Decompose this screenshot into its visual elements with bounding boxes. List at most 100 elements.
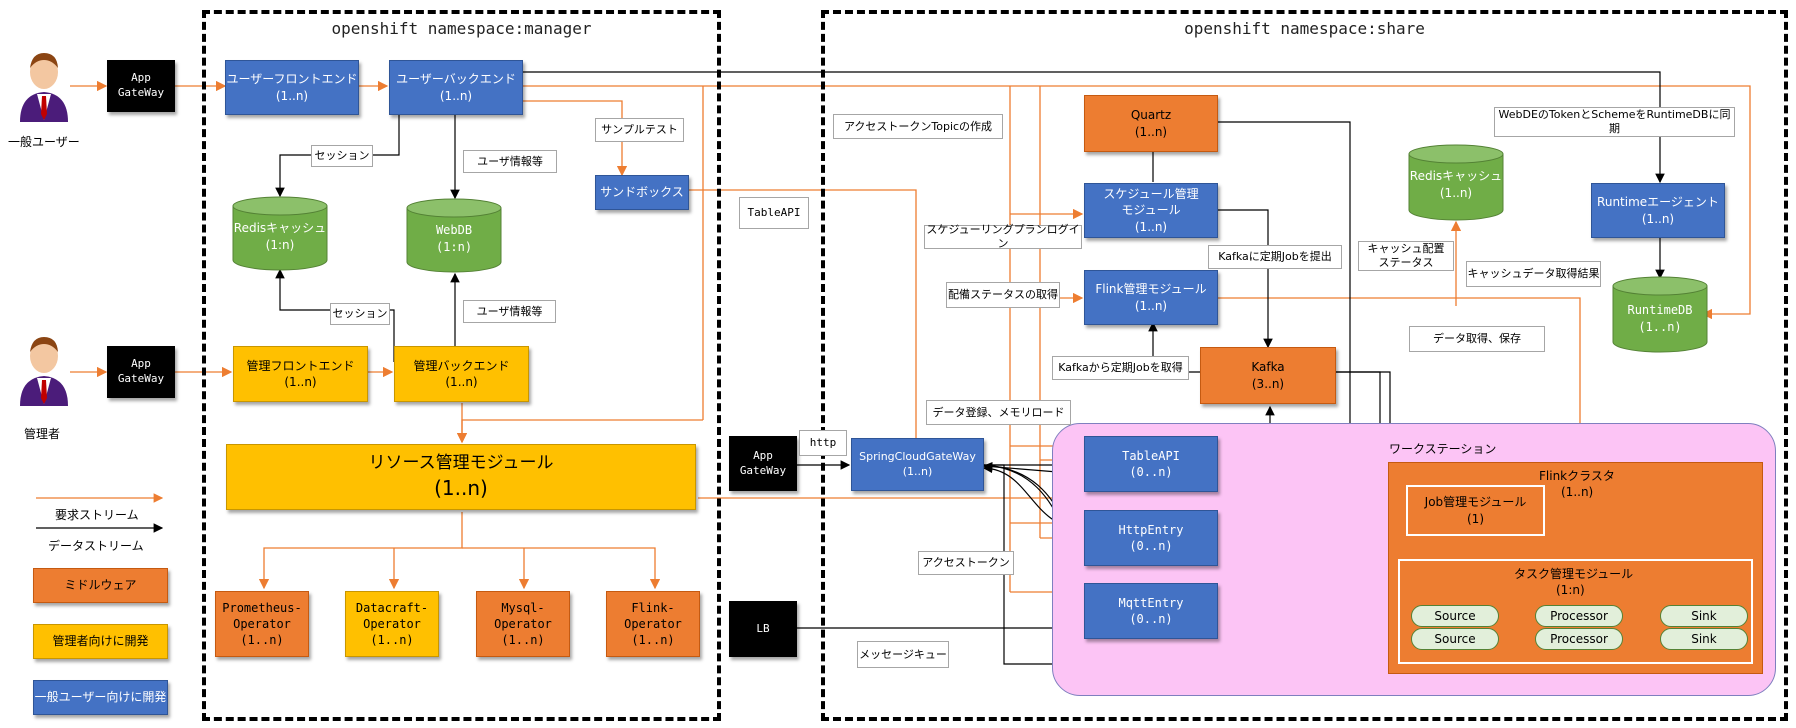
redis-cache-manager: Redisキャッシュ (1:n) bbox=[232, 196, 328, 272]
flink-operator: Flink- Operator (1..n) bbox=[606, 591, 700, 657]
task-module: タスク管理モジュール (1:n) bbox=[1398, 559, 1753, 664]
label-sample-test: サンプルテスト bbox=[595, 118, 684, 142]
runtime-db-name: RuntimeDB bbox=[1627, 303, 1693, 317]
spring-cloud-gateway-count: (1..n) bbox=[902, 464, 933, 478]
datacraft-operator-line2: Operator bbox=[363, 616, 421, 631]
user-frontend-count: (1..n) bbox=[275, 88, 309, 103]
spring-cloud-gateway-name: SpringCloudGateWay bbox=[859, 449, 976, 463]
redis-cache-share-shape bbox=[1408, 144, 1504, 221]
schedule-module: スケジュール管理 モジュール (1..n) bbox=[1084, 183, 1218, 238]
admin-backend: 管理バックエンド (1..n) bbox=[394, 346, 529, 402]
prometheus-operator-line2: Operator bbox=[233, 616, 291, 631]
sandbox: サンドボックス bbox=[595, 175, 689, 210]
runtime-agent: Runtimeエージェント (1..n) bbox=[1591, 183, 1725, 238]
pipeline-sink-2: Sink bbox=[1660, 628, 1748, 650]
webdb: WebDB (1:n) bbox=[406, 198, 502, 274]
flink-operator-line1: Flink- bbox=[631, 600, 675, 615]
app-gateway-admin-line2: GateWay bbox=[117, 372, 165, 385]
task-module-name: タスク管理モジュール bbox=[1514, 567, 1634, 581]
flink-module: Flink管理モジュール (1..n) bbox=[1084, 270, 1218, 325]
runtime-db: RuntimeDB (1..n) bbox=[1612, 276, 1708, 354]
job-module: Job管理モジュール (1) bbox=[1406, 485, 1545, 536]
tableapi-entry: TableAPI (0..n) bbox=[1084, 436, 1218, 492]
runtime-agent-name: Runtimeエージェント bbox=[1597, 195, 1719, 210]
datacraft-operator-line1: Datacraft- bbox=[355, 600, 429, 615]
label-cache-result: キャッシュデータ取得結果 bbox=[1466, 261, 1601, 287]
job-module-count: (1) bbox=[1467, 511, 1484, 526]
pipeline-processor-1: Processor bbox=[1535, 605, 1623, 627]
admin-label: 管理者 bbox=[24, 427, 61, 441]
kafka-count: (3..n) bbox=[1251, 376, 1285, 391]
app-gateway-user-line1: App bbox=[131, 71, 151, 85]
namespace-manager-title: openshift namespace:manager bbox=[331, 19, 592, 38]
runtime-db-shape bbox=[1612, 276, 1708, 353]
label-message-queue: メッセージキュー bbox=[857, 641, 949, 668]
job-module-name: Job管理モジュール bbox=[1424, 495, 1527, 510]
prometheus-operator-count: (1..n) bbox=[240, 633, 284, 648]
schedule-module-line1: スケジュール管理 bbox=[1103, 187, 1199, 202]
httpentry: HttpEntry (0..n) bbox=[1084, 510, 1218, 566]
legend-middleware: ミドルウェア bbox=[33, 568, 168, 603]
admin-backend-count: (1..n) bbox=[445, 375, 478, 389]
redis-cache-share: Redisキャッシュ (1..n) bbox=[1408, 144, 1504, 222]
flink-operator-line2: Operator bbox=[624, 616, 682, 631]
label-access-token-topic: アクセストークンTopicの作成 bbox=[833, 114, 1003, 139]
app-gateway-share: App GateWay bbox=[729, 436, 797, 491]
prometheus-operator-line1: Prometheus- bbox=[222, 600, 302, 615]
label-kafka-fetch: Kafkaから定期Jobを取得 bbox=[1052, 356, 1189, 380]
mqttentry-name: MqttEntry bbox=[1118, 595, 1184, 610]
redis-cache-manager-name: Redisキャッシュ bbox=[233, 221, 327, 235]
admin-backend-name: 管理バックエンド bbox=[413, 358, 510, 373]
app-gateway-user: App GateWay bbox=[107, 60, 175, 112]
kafka: Kafka (3..n) bbox=[1200, 347, 1336, 404]
user-frontend: ユーザーフロントエンド (1..n) bbox=[225, 60, 359, 115]
pipeline-source-2: Source bbox=[1411, 628, 1499, 650]
quartz-name: Quartz bbox=[1130, 108, 1172, 123]
pipeline-sink-1: Sink bbox=[1660, 605, 1748, 627]
workstation-title: ワークステーション bbox=[1389, 442, 1497, 456]
admin-icon bbox=[20, 337, 68, 406]
label-webde-sync: WebDEのTokenとSchemeをRuntimeDBに同期 bbox=[1494, 107, 1735, 137]
label-cache-status: キャッシュ配置 ステータス bbox=[1358, 241, 1454, 271]
app-gateway-share-line1: App bbox=[753, 448, 773, 462]
general-user-icon bbox=[20, 53, 68, 122]
tableapi-entry-name: TableAPI bbox=[1122, 448, 1180, 463]
admin-frontend-count: (1..n) bbox=[284, 375, 317, 389]
lb-box: LB bbox=[729, 601, 797, 657]
namespace-share-title: openshift namespace:share bbox=[1184, 19, 1425, 38]
label-userinfo-2: ユーザ情報等 bbox=[463, 300, 556, 323]
resource-module-count: (1..n) bbox=[434, 475, 488, 500]
label-cache-status-line2: ステータス bbox=[1378, 256, 1434, 269]
mysql-operator-count: (1..n) bbox=[501, 633, 545, 648]
redis-cache-manager-count: (1:n) bbox=[265, 237, 295, 252]
http-label: http bbox=[799, 430, 847, 456]
user-frontend-name: ユーザーフロントエンド bbox=[226, 72, 358, 87]
webdb-name: WebDB bbox=[435, 223, 473, 237]
legend-user-dev: 一般ユーザー向けに開発 bbox=[33, 680, 168, 715]
legend-request-stream: 要求ストリーム bbox=[55, 508, 139, 522]
label-kafka-submit: Kafkaに定期Jobを提出 bbox=[1208, 245, 1342, 269]
runtime-agent-count: (1..n) bbox=[1641, 211, 1675, 226]
httpentry-count: (0..n) bbox=[1129, 539, 1173, 553]
schedule-module-count: (1..n) bbox=[1134, 219, 1168, 234]
legend-admin-dev: 管理者向けに開発 bbox=[33, 624, 168, 659]
datacraft-operator-count: (1..n) bbox=[370, 633, 414, 648]
redis-cache-share-count: (1..n) bbox=[1439, 185, 1473, 200]
resource-module: リソース管理モジュール (1..n) bbox=[226, 444, 696, 510]
tableapi-entry-count: (0..n) bbox=[1129, 465, 1173, 479]
label-deploy-status: 配備ステータスの取得 bbox=[946, 282, 1060, 308]
datacraft-operator: Datacraft- Operator (1..n) bbox=[345, 591, 439, 657]
prometheus-operator: Prometheus- Operator (1..n) bbox=[215, 591, 309, 657]
namespace-manager: openshift namespace:manager bbox=[202, 10, 721, 721]
runtime-db-count: (1..n) bbox=[1638, 319, 1682, 334]
label-session-2: セッション bbox=[330, 303, 390, 325]
mqttentry-count: (0..n) bbox=[1129, 612, 1173, 626]
webdb-count: (1:n) bbox=[435, 239, 473, 254]
schedule-module-line2: モジュール bbox=[1121, 203, 1181, 218]
pipeline-source-1: Source bbox=[1411, 605, 1499, 627]
general-user-label: 一般ユーザー bbox=[8, 135, 80, 149]
legend-data-stream: データストリーム bbox=[48, 539, 144, 553]
app-gateway-admin: App GateWay bbox=[107, 346, 175, 398]
quartz: Quartz (1..n) bbox=[1084, 95, 1218, 152]
mqttentry: MqttEntry (0..n) bbox=[1084, 583, 1218, 639]
